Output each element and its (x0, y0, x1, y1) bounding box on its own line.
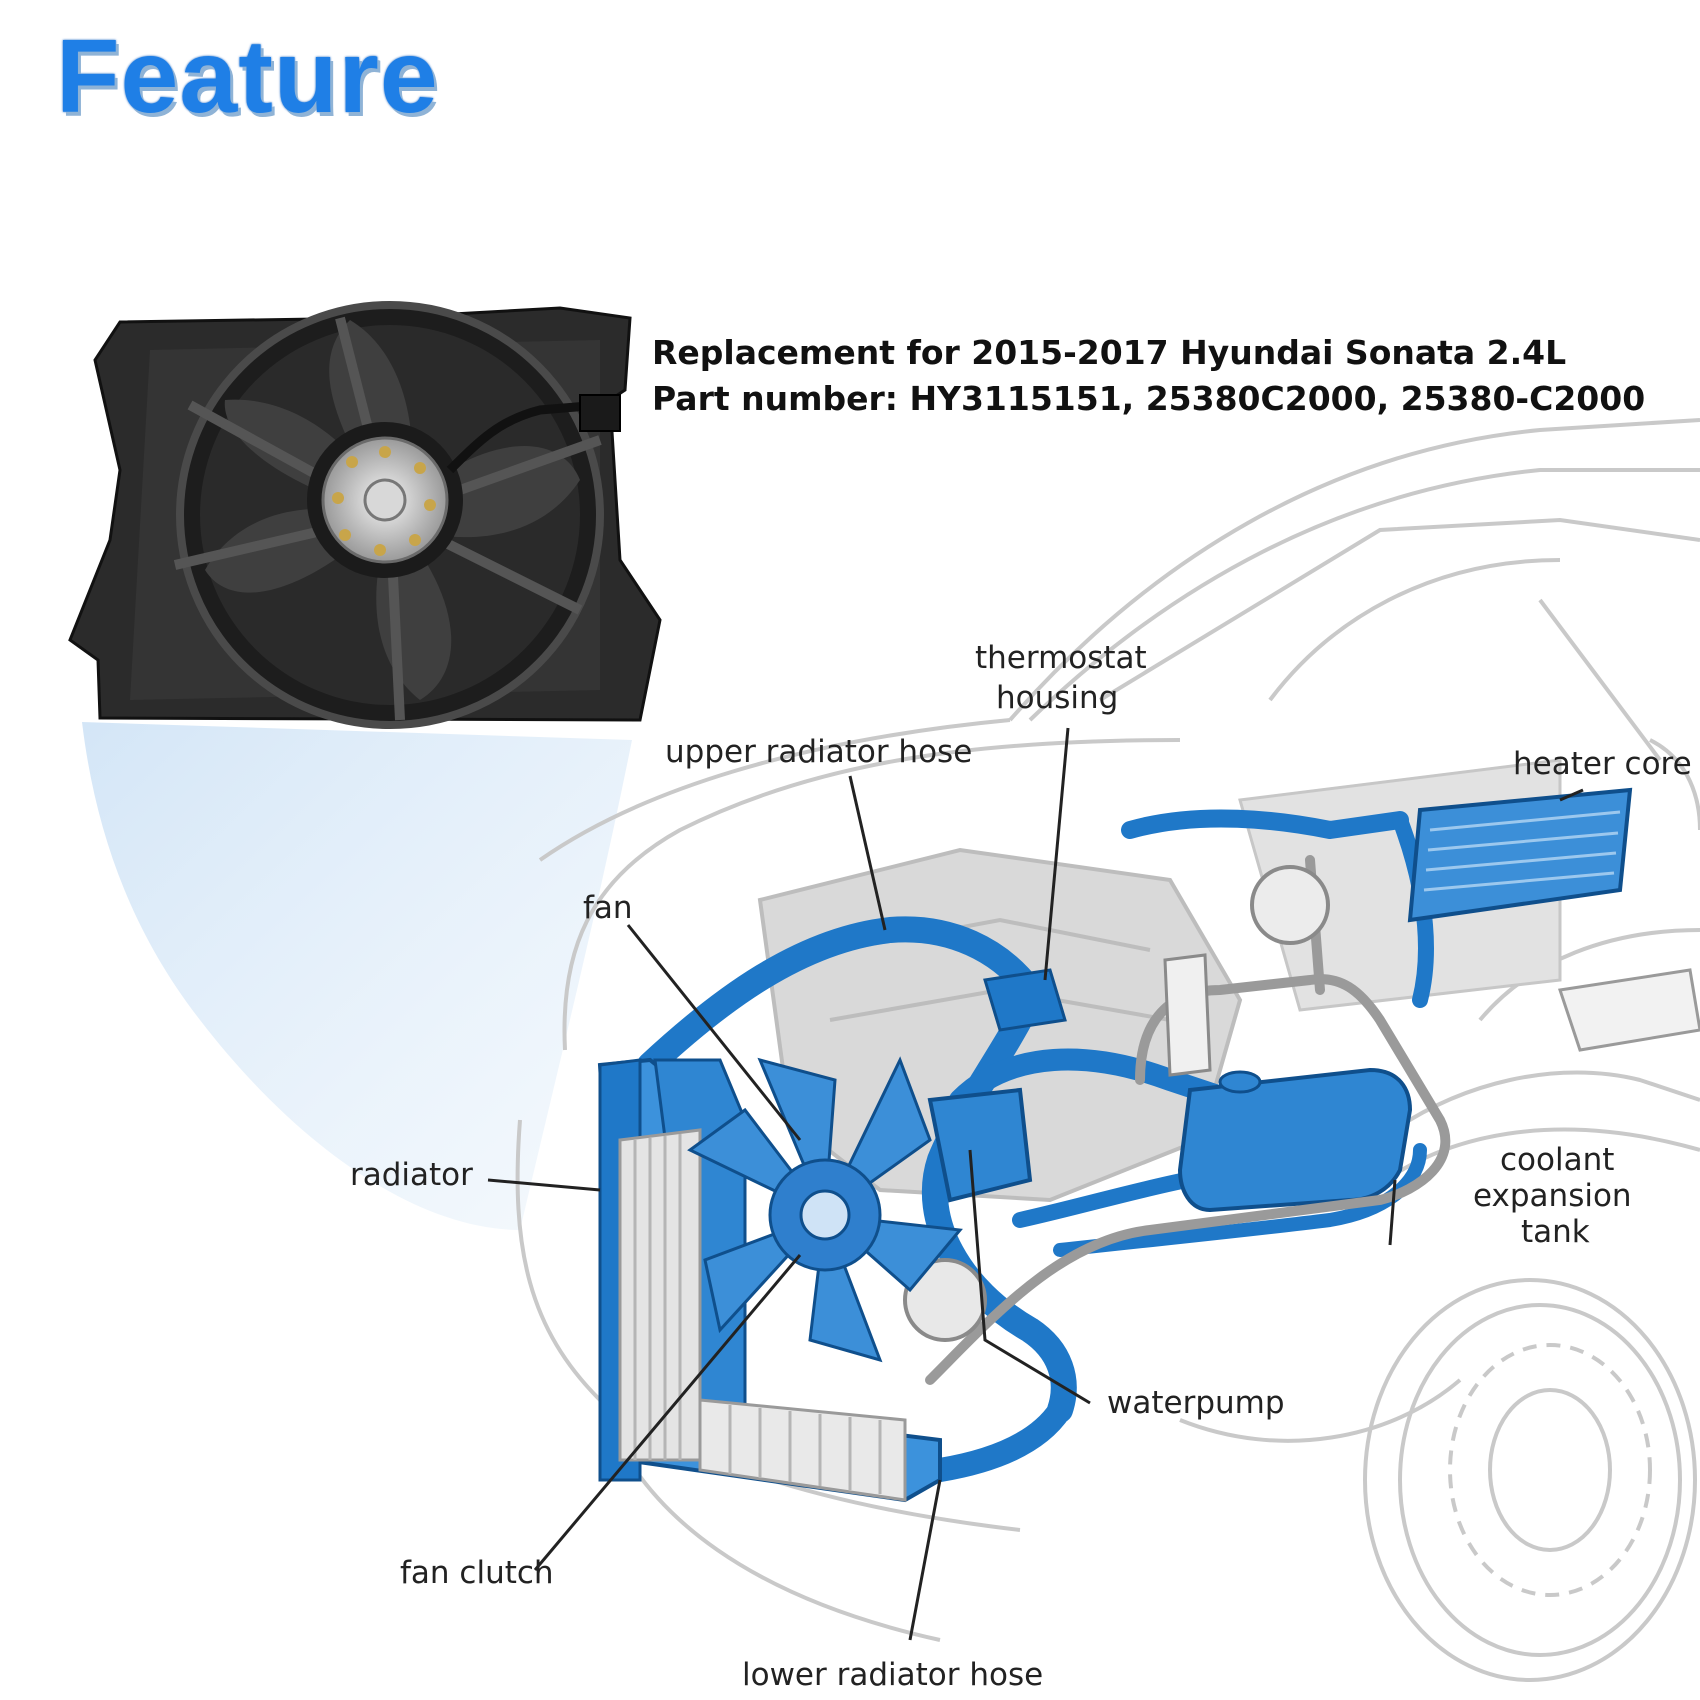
label-waterpump: waterpump (1107, 1385, 1285, 1421)
label-lower-radiator-hose: lower radiator hose (742, 1657, 1043, 1693)
pulley (903, 1258, 987, 1342)
heater-core-part (1407, 787, 1633, 923)
thermostat-housing-part (983, 968, 1067, 1032)
front-wheel (1363, 1278, 1697, 1682)
projection-beam (82, 722, 632, 1230)
label-thermostat-line1: thermostat (975, 640, 1147, 676)
label-thermostat-line2: housing (996, 680, 1118, 716)
ecu-box (1558, 968, 1700, 1052)
label-upper-radiator-hose: upper radiator hose (665, 734, 972, 770)
fitment-text: Replacement for 2015-2017 Hyundai Sonata… (652, 333, 1567, 372)
blower-motor (1250, 865, 1330, 945)
ac-drier (1163, 953, 1212, 1077)
label-coolant-line2: expansion (1473, 1178, 1632, 1214)
label-fan-clutch: fan clutch (400, 1555, 554, 1591)
product-info: Replacement for 2015-2017 Hyundai Sonata… (652, 330, 1645, 422)
leader-lines (487, 727, 1584, 1641)
label-fan: fan (583, 890, 633, 926)
label-coolant-line3: tank (1521, 1214, 1590, 1250)
expansion-tank-part (1177, 1067, 1413, 1213)
label-coolant-line1: coolant (1500, 1142, 1614, 1178)
label-radiator: radiator (350, 1157, 473, 1193)
radiator-fan-assembly-image (68, 301, 662, 729)
feature-heading: Feature (56, 19, 439, 135)
waterpump-part (927, 1087, 1033, 1203)
part-number-text: Part number: HY3115151, 25380C2000, 2538… (652, 379, 1646, 418)
label-heater-core: heater core (1513, 746, 1692, 782)
